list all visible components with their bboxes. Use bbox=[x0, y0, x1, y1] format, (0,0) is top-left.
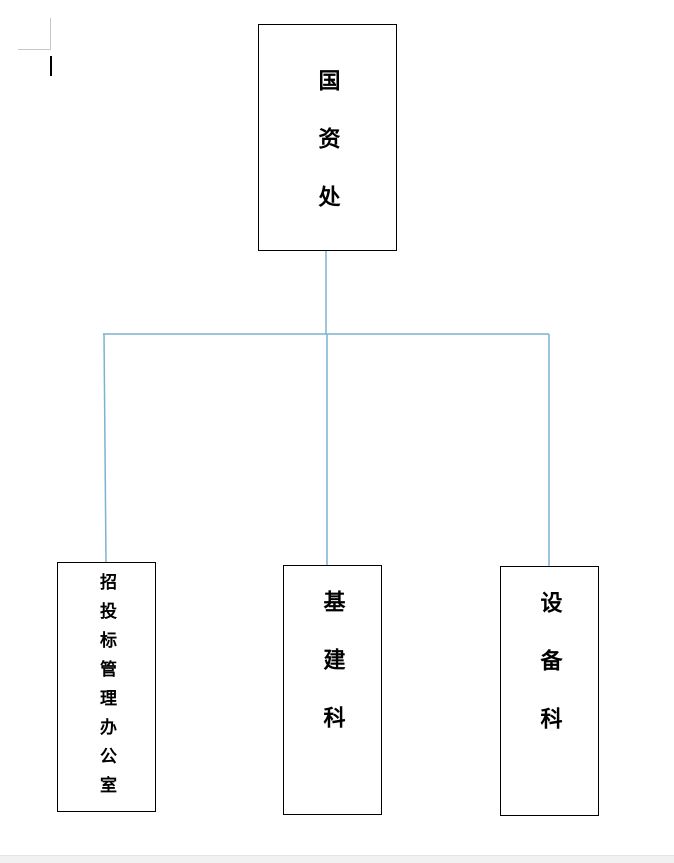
node-label: 招投标管理办公室 bbox=[96, 573, 116, 805]
margin-corner-mark bbox=[50, 18, 51, 50]
org-node-root[interactable]: 国资处 bbox=[258, 24, 397, 251]
branch-line-1 bbox=[103, 333, 107, 563]
status-strip bbox=[0, 855, 674, 863]
node-label: 设备科 bbox=[536, 591, 563, 765]
org-node-child-1[interactable]: 招投标管理办公室 bbox=[57, 562, 156, 812]
node-label: 国资处 bbox=[314, 69, 341, 243]
margin-corner-mark bbox=[18, 49, 50, 50]
node-label: 基建科 bbox=[319, 590, 346, 764]
org-node-child-2[interactable]: 基建科 bbox=[283, 565, 382, 815]
org-node-child-3[interactable]: 设备科 bbox=[500, 566, 599, 816]
text-cursor bbox=[50, 56, 52, 76]
